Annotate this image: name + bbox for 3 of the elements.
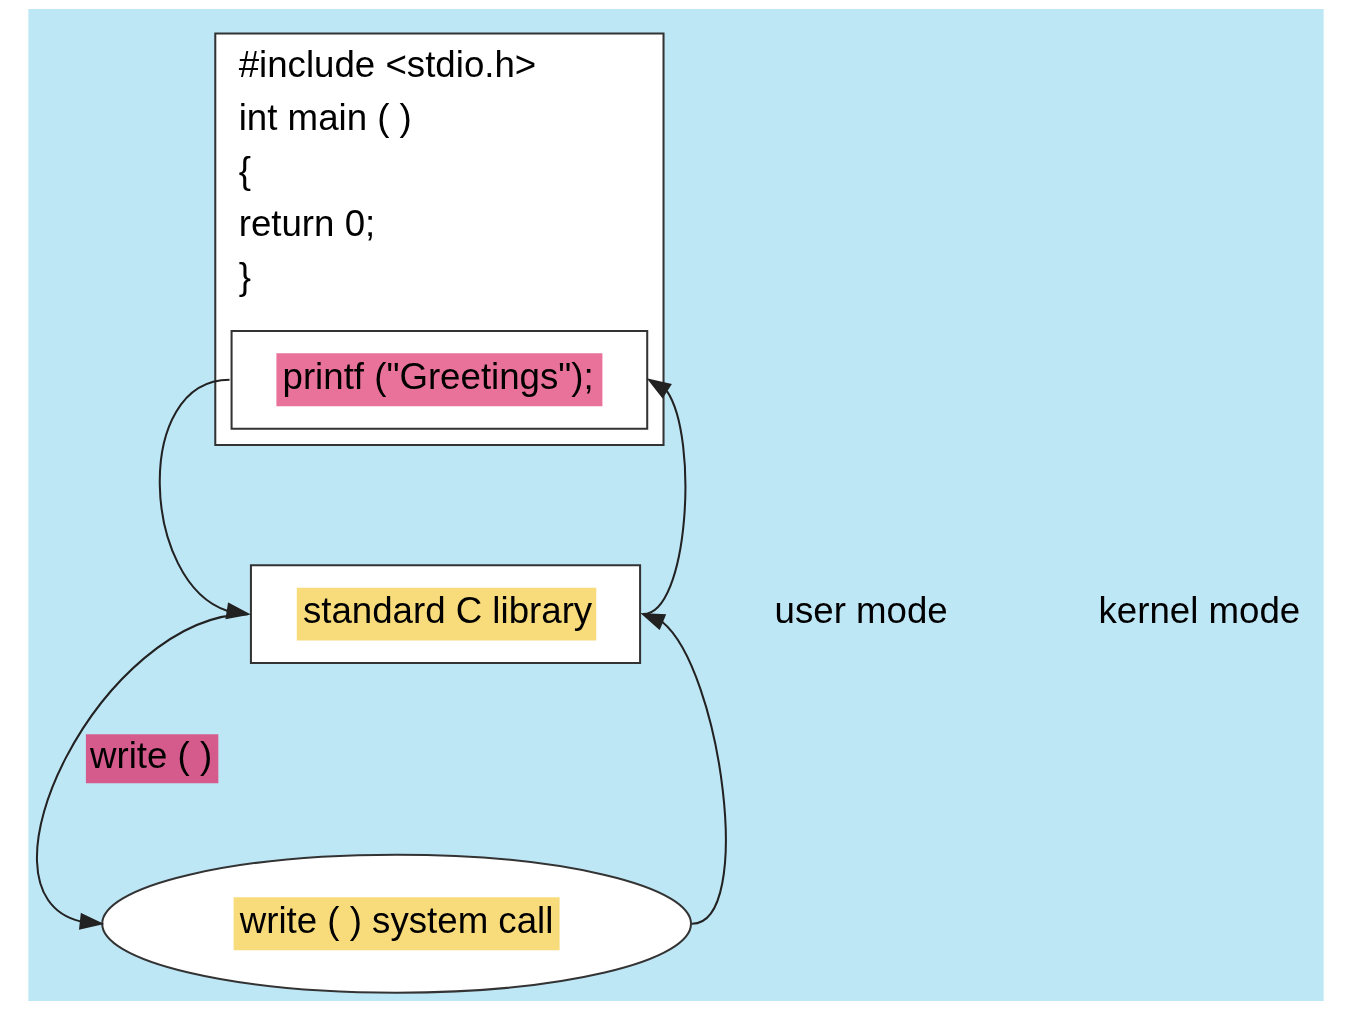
edge-label: write ( ): [89, 734, 213, 776]
label: kernel mode: [1098, 589, 1301, 631]
label: user mode: [774, 589, 948, 631]
